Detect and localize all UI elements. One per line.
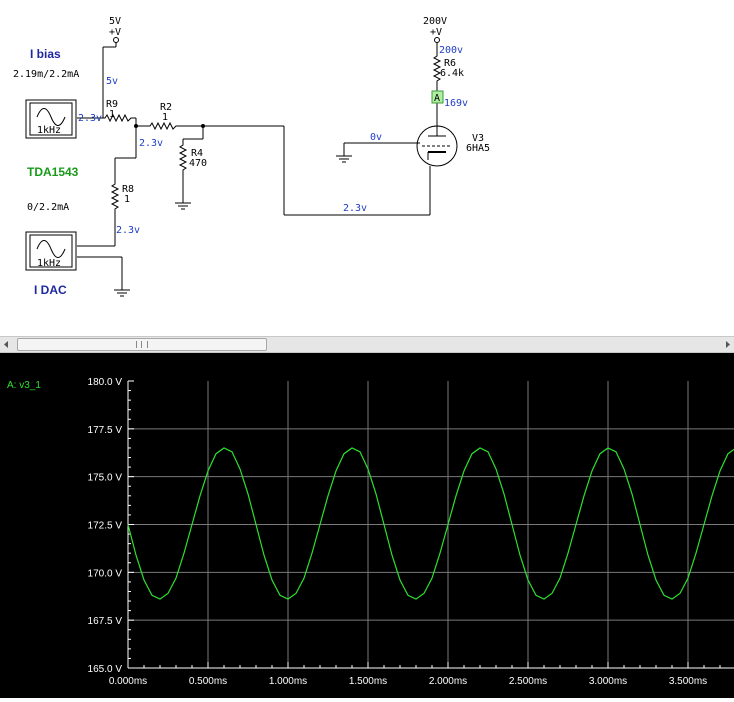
x-tick-label: 1.000ms [269,676,307,687]
supply-5v-symbol: +V [109,27,121,38]
x-tick-label: 1.500ms [349,676,387,687]
supply-200v-terminal[interactable] [434,37,440,43]
x-tick-label: 0.500ms [189,676,227,687]
schematic-drawing: A 1kHz 1kHz 5V +V 5v I bias 2.19m/2.2mA … [13,16,490,297]
r6-name: R6 [444,58,456,69]
supply-200v-symbol: +V [430,27,442,38]
y-tick-label: 165.0 V [88,664,123,675]
schematic-canvas[interactable]: A 1kHz 1kHz 5V +V 5v I bias 2.19m/2.2mA … [0,0,734,340]
supply-5v-name: 5V [109,16,121,27]
r2-value: 1 [162,112,168,123]
voltage-dac: 2.3v [116,225,140,236]
r8-value: 1 [124,194,130,205]
ibias-value: 2.19m/2.2mA [13,69,79,80]
scroll-right-arrow-icon[interactable] [721,338,733,351]
resistor-r8[interactable] [110,158,120,246]
series-line-v3-1 [127,447,734,600]
y-tick-label: 167.5 V [88,616,123,627]
scope-chart: A: v3_1 0.000ms 0.500ms 1.000ms 1.500ms 2.00… [7,377,734,687]
voltage-200: 200v [439,45,463,56]
voltage-ibias: 2.3v [78,113,102,124]
r6-value: 6.4k [440,68,464,79]
chip-label: TDA1543 [27,165,79,179]
supply-200v-name: 200V [423,16,447,27]
legend-series: A: v3_1 [7,380,41,391]
voltage-cathode: 2.3v [343,203,367,214]
r8-name: R8 [122,184,134,195]
r4-value: 470 [189,158,207,169]
r9-name: R9 [106,99,118,110]
r2-name: R2 [160,102,172,113]
probe-a-label: A [434,93,440,104]
probe-a-marker[interactable] [431,90,444,104]
resistor-r9[interactable] [103,113,136,123]
r9-value: 1 [109,109,115,120]
idac-title: I DAC [34,283,67,297]
grip-icon [136,341,148,348]
idac-freq: 1kHz [37,258,61,269]
y-tick-label: 177.5 V [88,425,123,436]
source-ibias[interactable]: 1kHz [25,99,77,139]
voltage-plate: 169v [444,98,468,109]
supply-5v-terminal[interactable] [113,37,119,43]
tube-name: V3 [472,133,484,144]
resistor-r6[interactable] [432,50,442,92]
voltage-5v: 5v [106,76,118,87]
tube-model: 6HA5 [466,143,490,154]
source-idac[interactable]: 1kHz [25,231,77,271]
x-tick-label: 3.500ms [669,676,707,687]
ibias-title: I bias [30,47,61,61]
y-tick-label: 170.0 V [88,568,123,579]
horizontal-scrollbar[interactable] [0,336,734,353]
resistor-r2[interactable] [136,121,203,131]
idac-value: 0/2.2mA [27,202,69,213]
x-tick-label: 2.500ms [509,676,547,687]
y-tick-label: 172.5 V [88,521,123,532]
x-tick-label: 3.000ms [589,676,627,687]
ibias-freq: 1kHz [37,125,61,136]
r4-name: R4 [191,148,203,159]
y-tick-label: 175.0 V [88,473,123,484]
y-tick-label: 180.0 V [88,377,123,388]
x-tick-label: 2.000ms [429,676,467,687]
resistor-r4[interactable] [178,139,188,203]
scope-plot[interactable]: A: v3_1 0.000ms 0.500ms 1.000ms 1.500ms 2.00… [0,353,734,698]
voltage-node: 2.3v [139,138,163,149]
voltage-grid: 0v [370,132,382,143]
scroll-left-arrow-icon[interactable] [1,338,13,351]
x-tick-label: 0.000ms [109,676,147,687]
scrollbar-thumb[interactable] [17,338,267,351]
